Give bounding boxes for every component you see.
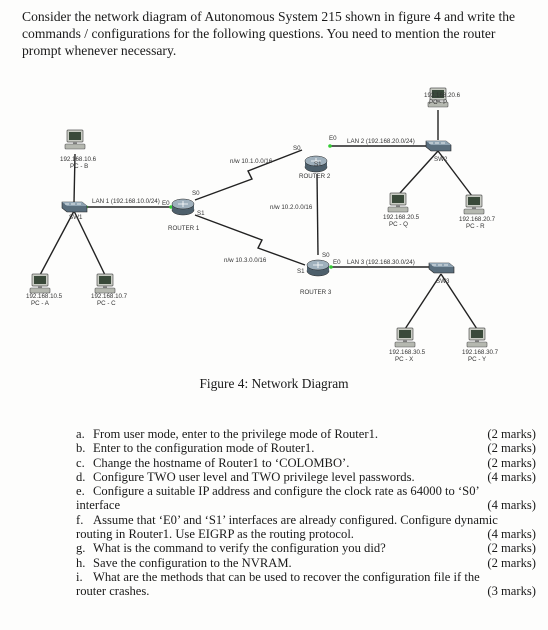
pc-q-ip: 192.168.20.5 [383, 214, 420, 221]
pc-c-ip: 192.168.10.7 [91, 293, 128, 300]
question-text: Configure a suitable IP address and conf… [93, 484, 480, 499]
pc-b-icon [64, 129, 86, 150]
pc-q-icon [387, 192, 409, 213]
network-diagram: 192.168.10.6 PC - B 192.168.10.5 PC - A … [26, 87, 499, 363]
question-letter: h. [76, 555, 86, 570]
question-marks: (4 marks) [487, 527, 536, 542]
question-d: d. Configure TWO user level and TWO privi… [76, 470, 536, 484]
question-list: a. From user mode, enter to the privilege… [76, 427, 536, 599]
question-letter: d. [76, 469, 86, 484]
pc-x-icon [394, 327, 416, 348]
lan2-links [328, 110, 473, 197]
question-marks: (2 marks) [487, 555, 536, 570]
question-marks: (4 marks) [487, 469, 536, 484]
question-text: From user mode, enter to the privilege m… [93, 427, 379, 441]
network1-label: n/w 10.1.0.0/16 [230, 158, 273, 165]
network3-label: n/w 10.3.0.0/16 [224, 257, 267, 264]
switch-sw3-icon [428, 262, 455, 274]
question-text: Assume that ‘E0’ and ‘S1’ interfaces are… [93, 512, 498, 527]
pc-p-name: PC - P [429, 99, 447, 106]
pc-x-name: PC - X [395, 356, 413, 363]
pc-b-ip: 192.168.10.6 [60, 156, 97, 163]
pc-c-icon [94, 273, 116, 294]
question-h: h. Save the configuration to the NVRAM. (2… [76, 556, 536, 570]
question-text: Save the configuration to the NVRAM. [93, 555, 292, 570]
question-text: Configure TWO user level and TWO privile… [93, 469, 415, 484]
question-letter: b. [76, 441, 86, 456]
pc-a-ip: 192.168.10.5 [26, 293, 63, 300]
r3-s1-label: S1 [297, 268, 305, 275]
question-a: a. From user mode, enter to the privilege… [76, 427, 536, 441]
router1-icon [171, 198, 195, 216]
sw2-label: SW2 [434, 156, 448, 163]
serial-links [194, 149, 319, 266]
question-g: g. What is the command to verify the conf… [76, 541, 536, 555]
question-marks: (2 marks) [487, 541, 536, 556]
question-text: Enter to the configuration mode of Route… [93, 441, 315, 456]
question-letter: f. [76, 512, 84, 527]
lan3-links [329, 265, 478, 330]
pc-y-name: PC - Y [468, 356, 486, 363]
pc-q-name: PC - Q [389, 221, 408, 228]
pc-c-name: PC - C [97, 300, 116, 307]
router3-icon [306, 259, 330, 277]
pc-r-ip: 192.168.20.7 [459, 216, 496, 223]
lan1-links [39, 153, 173, 276]
network2-label: n/w 10.2.0.0/16 [270, 204, 313, 211]
question-text-continued: interface [76, 498, 121, 513]
lan1-label: LAN 1 (192.168.10.0/24) [92, 198, 160, 205]
pc-y-ip: 192.168.30.7 [462, 349, 499, 356]
r1-s0-label: S0 [192, 190, 200, 197]
sw1-label: SW1 [69, 214, 83, 221]
r2-s0-label: S0 [293, 145, 301, 152]
question-i: i. What are the methods that can be used … [76, 570, 536, 599]
question-f: f. Assume that ‘E0’ and ‘S1’ interfaces a… [76, 513, 536, 542]
router2-label: ROUTER 2 [299, 173, 331, 180]
router1-label: ROUTER 1 [168, 225, 200, 232]
lan2-label: LAN 2 (192.168.20.0/24) [347, 138, 415, 145]
pc-r-name: PC - R [466, 223, 485, 230]
question-marks: (3 marks) [487, 584, 536, 599]
question-letter: i. [76, 569, 83, 584]
r2-s1-label: S1 [314, 161, 322, 168]
question-text: What is the command to verify the config… [93, 541, 386, 556]
question-e: e. Configure a suitable IP address and co… [76, 484, 536, 513]
question-letter: e. [76, 484, 85, 499]
question-letter: c. [76, 455, 85, 470]
question-c: c. Change the hostname of Router1 to ‘COL… [76, 456, 536, 470]
question-text: What are the methods that can be used to… [93, 569, 480, 584]
lan3-label: LAN 3 (192.168.30.0/24) [347, 259, 415, 266]
question-b: b. Enter to the configuration mode of Rou… [76, 441, 536, 455]
r3-s0-label: S0 [322, 252, 330, 259]
r1-s1-label: S1 [197, 210, 205, 217]
pc-p-ip: 192.168.20.6 [424, 92, 461, 99]
switch-sw2-icon [425, 140, 452, 152]
figure-caption: Figure 4: Network Diagram [199, 376, 349, 391]
r2-e0-label: E0 [329, 135, 337, 142]
pc-r-icon [463, 194, 485, 215]
question-letter: a. [76, 427, 85, 441]
r1-e0-label: E0 [162, 200, 170, 207]
pc-a-icon [29, 273, 51, 294]
question-text-continued: router crashes. [76, 584, 150, 599]
pc-y-icon [466, 327, 488, 348]
router3-label: ROUTER 3 [300, 289, 332, 296]
question-letter: g. [76, 541, 86, 556]
intro-paragraph: Consider the network diagram of Autonomo… [22, 9, 516, 58]
pc-a-name: PC - A [31, 300, 50, 307]
question-marks: (4 marks) [487, 498, 536, 513]
pc-b-name: PC - B [70, 163, 88, 170]
question-text: Change the hostname of Router1 to ‘COLOM… [93, 455, 350, 470]
r3-e0-label: E0 [333, 259, 341, 266]
question-marks: (2 marks) [487, 427, 536, 441]
switch-sw1-icon [61, 201, 88, 213]
sw3-label: SW3 [436, 278, 450, 285]
pc-x-ip: 192.168.30.5 [389, 349, 426, 356]
question-text-continued: routing in Router1. Use EIGRP as the rou… [76, 527, 354, 542]
question-marks: (2 marks) [487, 455, 536, 470]
question-marks: (2 marks) [487, 441, 536, 456]
